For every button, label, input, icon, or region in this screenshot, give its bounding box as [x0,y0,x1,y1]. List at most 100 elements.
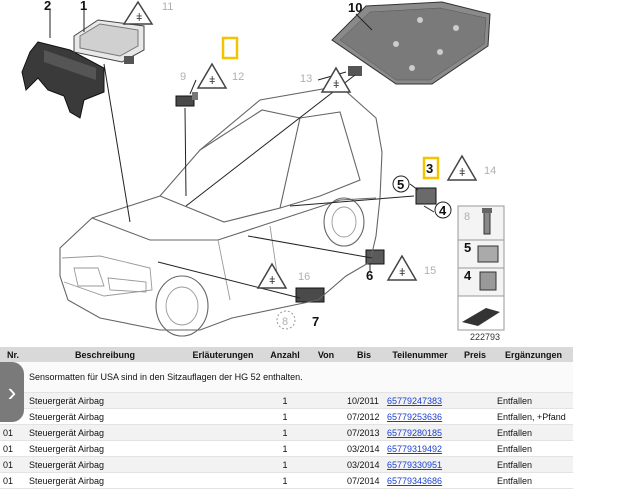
part-3-sensor[interactable] [415,187,437,205]
table-note-row: Sensormatten für USA sind in den Sitzauf… [0,362,573,393]
svg-text:ǂ: ǂ [399,267,405,279]
part-2-bracket[interactable] [21,41,105,119]
cell-bis: 10/2011 [344,392,384,409]
table-row[interactable]: 01 Steuergerät Airbag 1 07/2014 65779343… [0,472,573,489]
warning-triangle-icon: ǂ [256,262,288,289]
highlight-box [422,156,440,180]
note-text: Sensormatten für USA sind in den Sitzauf… [26,362,573,393]
cell-nr: 01 [0,440,26,457]
part-1-control-unit[interactable] [73,19,145,64]
col-header-anzahl: Anzahl [262,347,308,362]
table-row[interactable]: Steuergerät Airbag 1 07/2012 65779253636… [0,408,573,425]
cell-beschreibung: Steuergerät Airbag [26,392,184,409]
part-number-link[interactable]: 65779247383 [384,392,456,409]
part-7-sensor[interactable] [295,287,325,303]
cell-preis [456,440,494,457]
cell-anzahl: 1 [262,440,308,457]
svg-text:ǂ: ǂ [209,75,215,87]
item-number-14: 14 [484,165,496,177]
cell-bis: 07/2012 [344,408,384,425]
table-row[interactable]: 01 Steuergerät Airbag 1 03/2014 65779319… [0,440,573,457]
cell-beschreibung: Steuergerät Airbag [26,440,184,457]
nut-icon [479,271,497,291]
item-number-11: 11 [162,1,173,13]
cell-preis [456,456,494,473]
cell-nr: 01 [0,424,26,441]
cell-preis [456,424,494,441]
item-number-12: 12 [232,71,244,83]
cell-bis: 07/2014 [344,472,384,489]
cell-nr: 01 [0,456,26,473]
legend-number-8: 8 [464,211,470,223]
part-number-link[interactable]: 65779330951 [384,456,456,473]
hardware-legend: 8 5 4 [457,205,505,331]
item-number-16: 16 [298,271,310,283]
col-header-ergaenzungen: Ergänzungen [494,347,573,362]
callout-circle-4 [434,201,452,219]
cell-von [308,408,344,425]
cell-preis [456,392,494,409]
svg-text:ǂ: ǂ [269,275,275,287]
cell-bis: 07/2013 [344,424,384,441]
cell-nr: 01 [0,472,26,489]
cell-beschreibung: Steuergerät Airbag [26,472,184,489]
part-number-link[interactable]: 65779253636 [384,408,456,425]
warning-triangle-icon: ǂ [446,154,478,181]
part-10-sensor-mat[interactable] [331,1,491,85]
cell-ergaenzungen: Entfallen [494,424,573,441]
item-number-4: 4 [439,203,447,218]
table-row[interactable]: 01 Steuergerät Airbag 1 03/2014 65779330… [0,456,573,473]
cell-bis: 03/2014 [344,440,384,457]
cell-beschreibung: Steuergerät Airbag [26,456,184,473]
col-header-teilenummer: Teilenummer [384,347,456,362]
part-number-link[interactable]: 65779280185 [384,424,456,441]
cell-ergaenzungen: Entfallen [494,456,573,473]
chevron-right-icon: › [7,377,17,407]
cell-erlaeuterungen [184,440,262,457]
cell-anzahl: 1 [262,472,308,489]
cell-erlaeuterungen [184,392,262,409]
cell-ergaenzungen: Entfallen [494,392,573,409]
page-arrow-icon [462,308,500,326]
warning-triangle-icon: ǂ [196,62,228,89]
col-header-bis: Bis [344,347,384,362]
item-number-3: 3 [426,161,433,176]
legend-number-4: 4 [464,268,472,283]
col-header-nr: Nr. [0,347,26,362]
cell-anzahl: 1 [262,392,308,409]
cell-erlaeuterungen [184,456,262,473]
cell-beschreibung: Steuergerät Airbag [26,408,184,425]
table-row[interactable]: 01 Steuergerät Airbag 1 07/2013 65779280… [0,424,573,441]
part-number-link[interactable]: 65779319492 [384,440,456,457]
svg-text:ǂ: ǂ [459,167,465,179]
table-header-row: Nr. Beschreibung Erläuterungen Anzahl Vo… [0,347,573,362]
item-number-2: 2 [44,0,51,13]
diagram-reference-number: 222793 [470,332,500,342]
cell-erlaeuterungen [184,472,262,489]
legend-number-5: 5 [464,240,471,255]
leader-lines [49,10,435,299]
highlight-box [221,36,239,60]
warning-triangle-icon: ǂ [320,66,352,93]
cell-anzahl: 1 [262,408,308,425]
part-9-sensor[interactable] [175,92,198,107]
cell-von [308,424,344,441]
cell-anzahl: 1 [262,424,308,441]
cell-beschreibung: Steuergerät Airbag [26,424,184,441]
parts-diagram: ǂ ǂ ǂ ǂ ǂ ǂ 2 1 11 10 9 12 13 3 14 5 4 6… [21,0,505,342]
callout-circle-8 [276,310,296,330]
item-number-8: 8 [282,316,288,328]
item-number-1: 1 [80,0,87,13]
item-number-7: 7 [312,314,319,329]
table-row[interactable]: Steuergerät Airbag 1 10/2011 65779247383… [0,392,573,409]
clip-icon [477,245,499,263]
cell-von [308,440,344,457]
svg-text:ǂ: ǂ [333,79,339,91]
item-number-5: 5 [397,177,404,192]
part-number-link[interactable]: 65779343686 [384,472,456,489]
side-expand-tab[interactable]: › [0,362,24,422]
cell-von [308,472,344,489]
cell-preis [456,472,494,489]
svg-text:ǂ: ǂ [136,12,142,24]
cell-erlaeuterungen [184,424,262,441]
